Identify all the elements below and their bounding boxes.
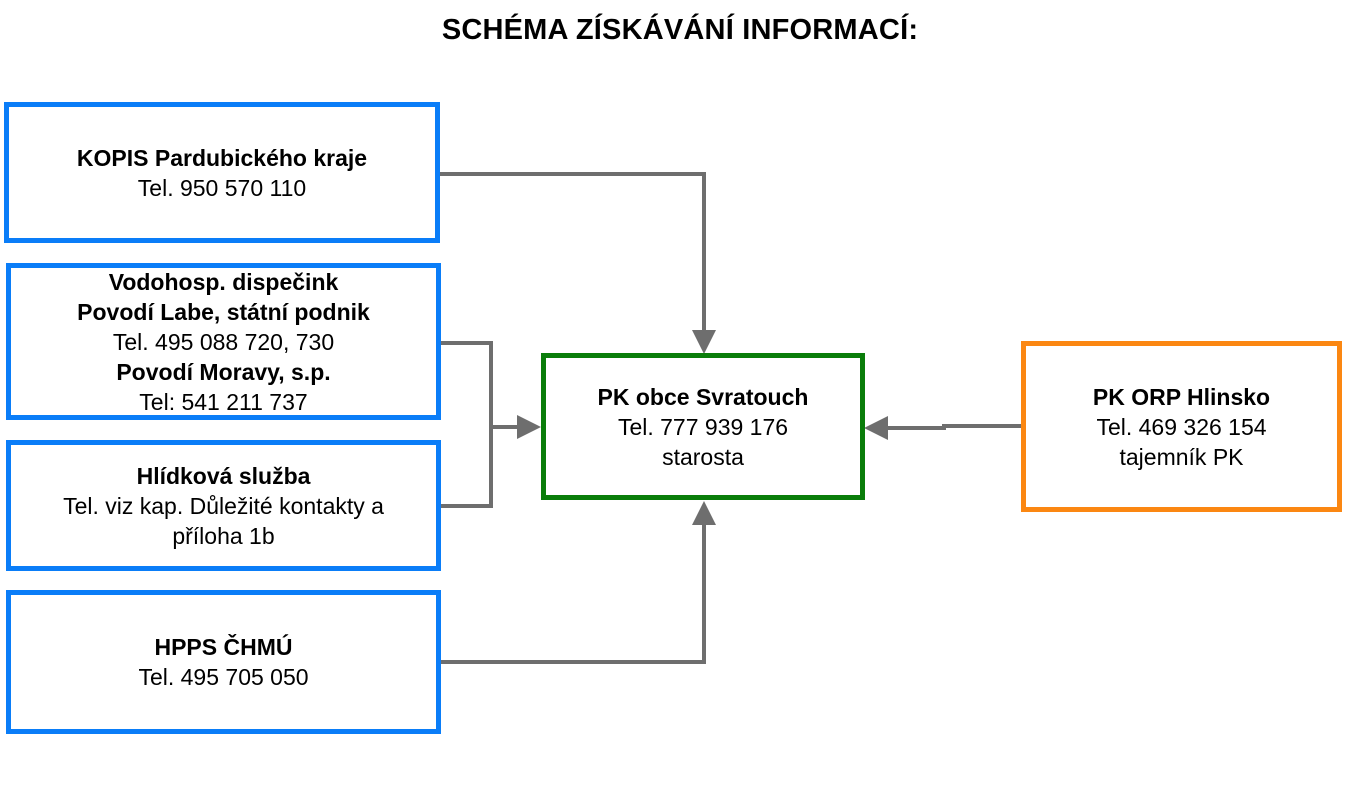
source-box-kopis: KOPIS Pardubického kraje Tel. 950 570 11… bbox=[4, 102, 440, 243]
connector-kopis-to-center bbox=[440, 172, 716, 354]
povodi-labe-phone: Tel. 495 088 720, 730 bbox=[112, 328, 335, 355]
orp-box-hlinsko: PK ORP Hlinsko Tel. 469 326 154 tajemník… bbox=[1021, 341, 1342, 512]
povodi-labe-name: Povodí Labe, státní podnik bbox=[77, 298, 370, 325]
diagram-title: SCHÉMA ZÍSKÁVÁNÍ INFORMACÍ: bbox=[441, 14, 919, 46]
patrol-name: Hlídková služba bbox=[136, 462, 311, 489]
center-phone: Tel. 777 939 176 bbox=[617, 413, 789, 440]
connector-orp-to-center bbox=[864, 416, 1024, 440]
povodi-moravy-name: Povodí Moravy, s.p. bbox=[116, 358, 331, 385]
hpps-phone: Tel. 495 705 050 bbox=[138, 664, 309, 690]
orp-phone: Tel. 469 326 154 bbox=[1096, 413, 1267, 440]
kopis-phone: Tel. 950 570 110 bbox=[137, 174, 307, 201]
povodi-moravy-phone: Tel: 541 211 737 bbox=[139, 388, 308, 415]
hpps-name: HPPS ČHMÚ bbox=[154, 634, 293, 660]
water-dispatch-title: Vodohosp. dispečink bbox=[108, 268, 339, 295]
orp-role: tajemník PK bbox=[1119, 443, 1244, 470]
center-name: PK obce Svratouch bbox=[597, 383, 809, 410]
orp-name: PK ORP Hlinsko bbox=[1092, 383, 1271, 410]
center-role: starosta bbox=[662, 443, 744, 470]
connector-hpps-to-center bbox=[440, 501, 716, 664]
connector-water-bracket bbox=[440, 341, 493, 508]
patrol-phone-line2: příloha 1b bbox=[172, 522, 275, 549]
source-box-patrol: Hlídková služba Tel. viz kap. Důležité k… bbox=[6, 440, 441, 571]
source-box-water-dispatch: Vodohosp. dispečink Povodí Labe, státní … bbox=[6, 263, 441, 420]
center-box-svratouch: PK obce Svratouch Tel. 777 939 176 staro… bbox=[541, 353, 865, 500]
patrol-phone-line1: Tel. viz kap. Důležité kontakty a bbox=[63, 492, 384, 519]
source-box-hpps: HPPS ČHMÚ Tel. 495 705 050 bbox=[6, 590, 441, 734]
kopis-name: KOPIS Pardubického kraje bbox=[76, 144, 368, 171]
